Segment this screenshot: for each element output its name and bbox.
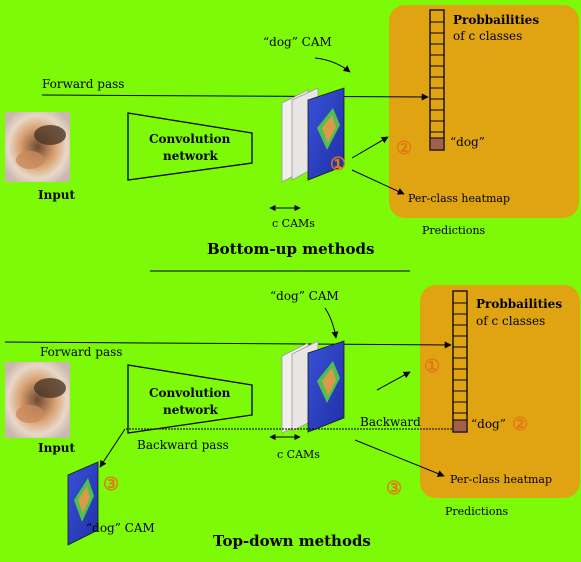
dog-class-cell [429, 137, 445, 151]
step-2-marker: ② [396, 138, 412, 159]
to-probabilities-arrow [376, 371, 411, 391]
step-1-marker: ① [330, 154, 346, 175]
forward-pass-arrow [4, 341, 452, 349]
forward-pass-label: Forward pass [42, 77, 124, 91]
step-3-marker: ③ [103, 474, 119, 495]
dog-cam-label: “dog” CAM [263, 35, 332, 49]
forward-pass-arrow [41, 93, 429, 101]
step-2-marker: ② [512, 414, 528, 435]
classes-label: of c classes [453, 29, 522, 43]
cam-stack [281, 87, 345, 183]
top-down-section: Probbailities of c classes “dog” ② ① Per… [4, 285, 580, 550]
dog-cam-label-bottom: “dog” CAM [86, 521, 155, 535]
forward-pass-label: Forward pass [40, 345, 122, 359]
heatmap-label: Per-class heatmap [408, 192, 510, 205]
dog-cam-label: “dog” CAM [270, 289, 339, 303]
conv-label-1: Convolution [149, 386, 231, 400]
predictions-panel [420, 285, 580, 498]
backward-to-cam-arrow [99, 428, 126, 468]
input-label: Input [38, 188, 75, 202]
predictions-label: Predictions [445, 505, 509, 518]
dog-class-label: “dog” [471, 417, 506, 431]
conv-label-2: network [163, 149, 219, 163]
probabilities-label: Probbailities [476, 297, 562, 311]
predictions-panel [389, 5, 579, 218]
backward-dog-cam [67, 461, 99, 546]
dog-class-cell [452, 419, 468, 433]
step-1-marker: ① [424, 356, 440, 377]
c-cams-label: c CAMs [272, 217, 315, 230]
probability-bar [452, 290, 468, 433]
to-heatmap-arrow [351, 169, 405, 195]
step-3-marker: ③ [386, 478, 402, 499]
cam-stack [281, 340, 345, 434]
input-label: Input [38, 441, 75, 455]
to-probabilities-arrow [351, 136, 389, 159]
dog-cam-arrow [324, 307, 339, 339]
probabilities-label: Probbailities [453, 13, 539, 27]
input-image [5, 362, 70, 438]
conv-label-2: network [163, 403, 219, 417]
to-heatmap-arrow [354, 439, 445, 477]
heatmap-label: Per-class heatmap [450, 473, 552, 486]
predictions-label: Predictions [422, 224, 486, 237]
conv-label-1: Convolution [149, 132, 231, 146]
input-image [5, 112, 70, 182]
classes-label: of c classes [476, 314, 545, 328]
backward-pass-label: Backward pass [137, 438, 229, 452]
backward-label: Backward [360, 415, 421, 429]
conv-network [127, 364, 253, 434]
c-cams-label: c CAMs [277, 448, 320, 461]
dog-cam-arrow [314, 57, 351, 73]
probability-bar [429, 9, 445, 151]
bottom-up-section: Probbailities of c classes “dog” ② Per-c… [5, 5, 579, 258]
dog-class-label: “dog” [450, 135, 485, 149]
bottom-up-title: Bottom-up methods [207, 240, 374, 258]
conv-network [127, 112, 253, 181]
top-down-title: Top-down methods [213, 532, 371, 550]
